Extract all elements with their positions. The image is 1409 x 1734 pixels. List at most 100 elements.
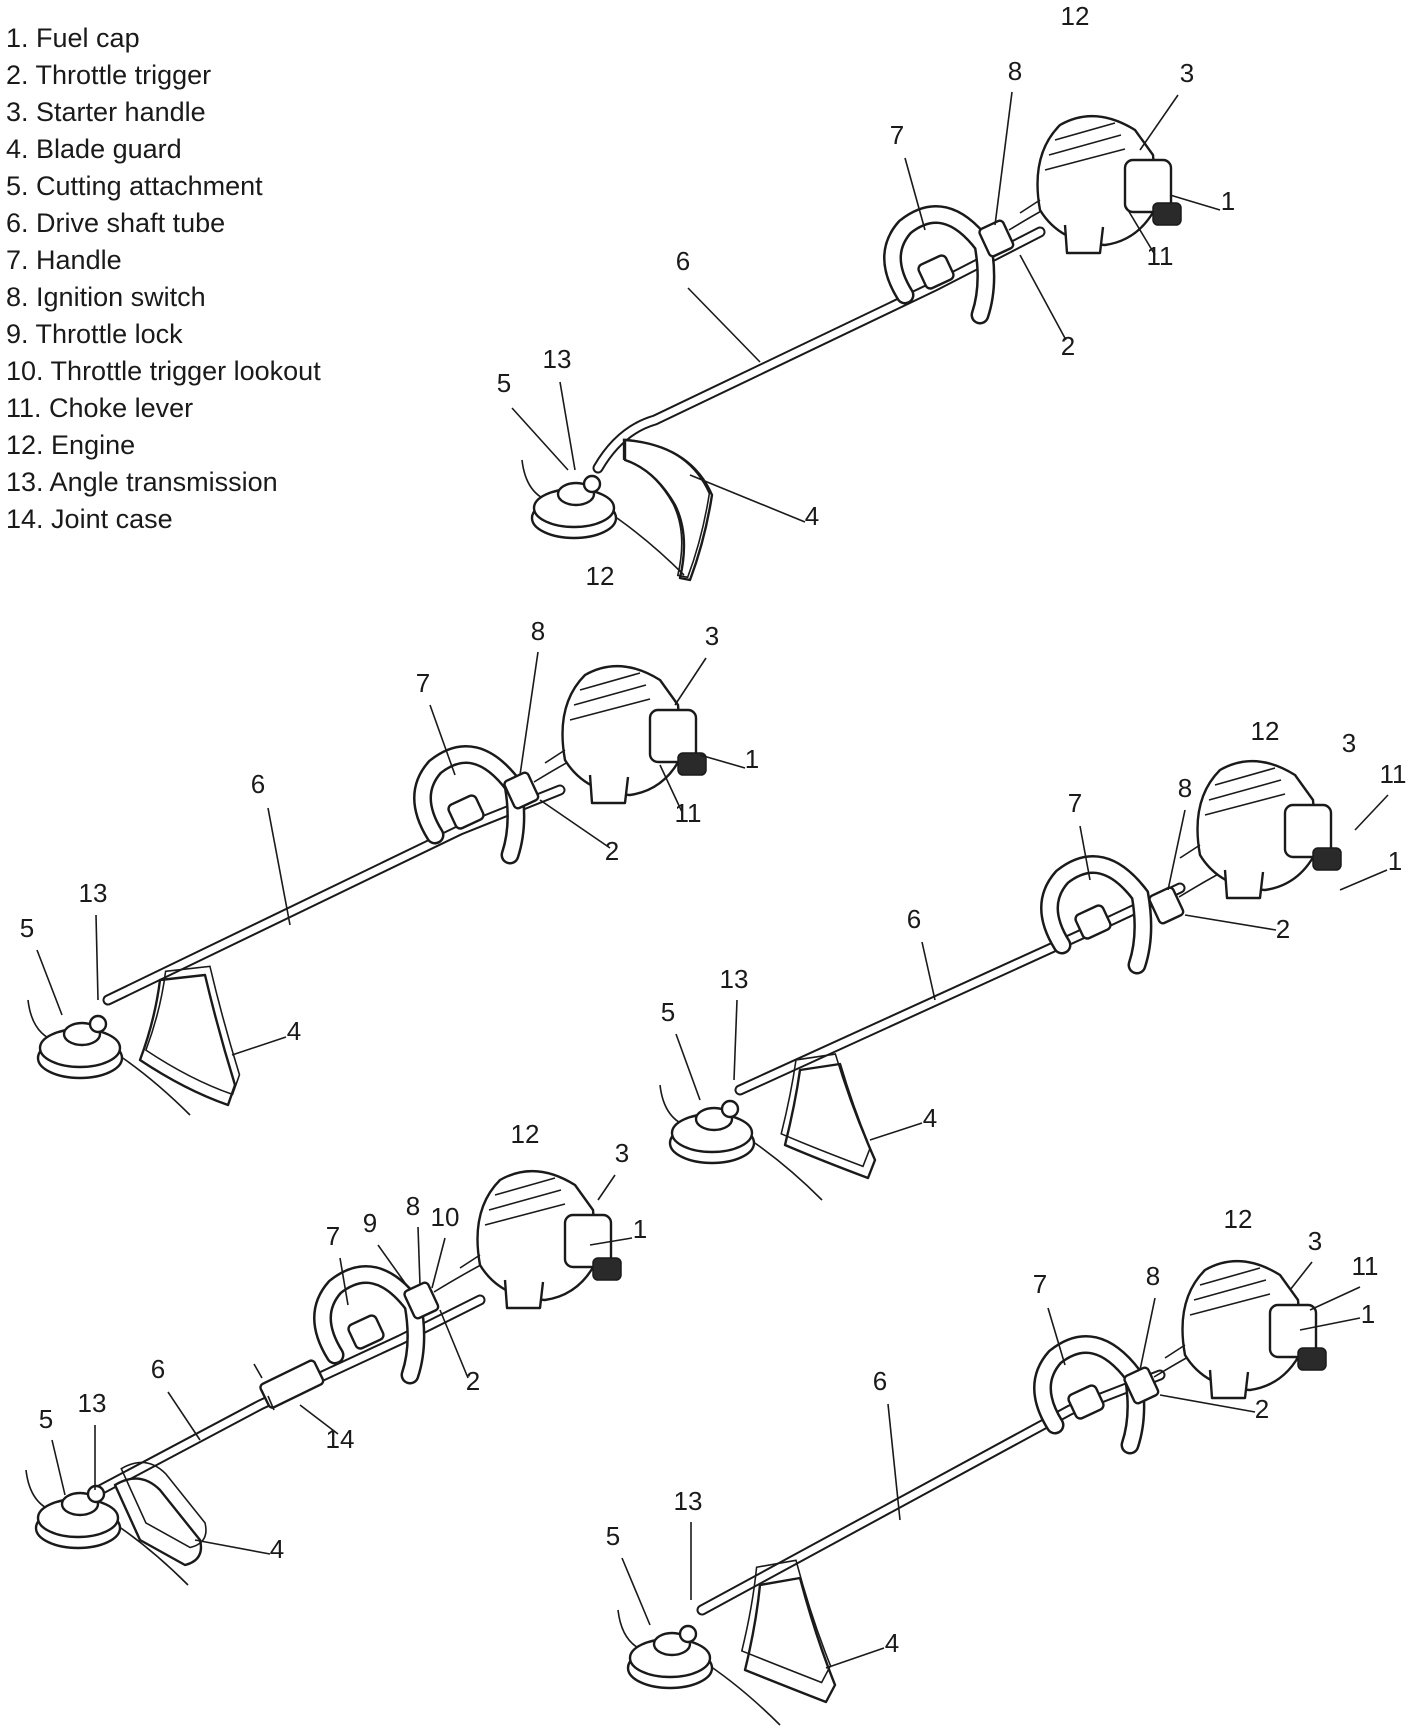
drive-shaft-tube-inner bbox=[736, 884, 1184, 1094]
callout-number: 3 bbox=[705, 621, 719, 651]
engine-stand bbox=[588, 774, 630, 805]
callout-leader bbox=[299, 1404, 339, 1435]
callout-leader bbox=[1139, 1297, 1156, 1371]
legend-item: 8. Ignition switch bbox=[6, 279, 321, 316]
callout-leader bbox=[597, 1174, 616, 1201]
callout-leader bbox=[1047, 1307, 1066, 1366]
legend-item: 1. Fuel cap bbox=[6, 20, 321, 57]
callout-number: 13 bbox=[79, 878, 108, 908]
handle-inner bbox=[885, 207, 993, 322]
callout-leader bbox=[659, 764, 683, 813]
engine-stand bbox=[1223, 869, 1265, 900]
ignition-switch bbox=[503, 771, 540, 810]
callout-number: 13 bbox=[674, 1486, 703, 1516]
callout-leader bbox=[994, 91, 1013, 226]
drive-shaft-tube-inner bbox=[96, 1296, 484, 1494]
handle-inner bbox=[1035, 1337, 1143, 1452]
callout-leader bbox=[699, 754, 746, 769]
legend-number: 7. bbox=[6, 245, 29, 275]
callout-leader bbox=[674, 657, 707, 706]
legend-number: 8. bbox=[6, 282, 29, 312]
callout-number: 3 bbox=[1308, 1226, 1322, 1256]
callout-number: 13 bbox=[543, 344, 572, 374]
blade-guard-edge bbox=[780, 1053, 871, 1168]
callout-leader bbox=[267, 807, 291, 926]
callout-leader bbox=[1309, 1286, 1361, 1311]
callout-number: 4 bbox=[923, 1103, 937, 1133]
callout-leader bbox=[439, 1309, 469, 1379]
engine-stand bbox=[1063, 224, 1105, 255]
callout-leader bbox=[559, 381, 576, 471]
callout-number: 11 bbox=[1380, 759, 1407, 789]
engine-neck bbox=[1179, 844, 1201, 859]
drive-shaft-tube-inner bbox=[594, 228, 1044, 472]
fuel-cap bbox=[1297, 1347, 1327, 1371]
handle-clamp bbox=[1067, 1384, 1105, 1420]
legend-item: 2. Throttle trigger bbox=[6, 57, 321, 94]
ignition-switch bbox=[978, 219, 1015, 258]
callout-leader bbox=[869, 1122, 923, 1141]
handle-inner bbox=[415, 747, 523, 862]
callout-number: 6 bbox=[151, 1354, 165, 1384]
callout-number: 14 bbox=[326, 1424, 355, 1454]
angle-transmission-joint bbox=[88, 1014, 108, 1034]
callout-number: 3 bbox=[1342, 728, 1356, 758]
legend-text: Handle bbox=[28, 245, 122, 275]
blade-guard-edge bbox=[740, 1559, 832, 1684]
starter-housing bbox=[1123, 158, 1173, 214]
callout-leader bbox=[1079, 825, 1091, 881]
callout-number: 8 bbox=[1178, 773, 1192, 803]
callout-leader bbox=[1139, 94, 1179, 151]
callout-number: 3 bbox=[1180, 58, 1194, 88]
callout-number: 2 bbox=[1255, 1394, 1269, 1424]
callout-leader bbox=[589, 1237, 633, 1246]
callout-number: 1 bbox=[745, 744, 759, 774]
engine-neck bbox=[1164, 1344, 1186, 1359]
engine-cooling-fins bbox=[1044, 122, 1126, 171]
callout-leader bbox=[95, 914, 99, 1001]
callout-number: 2 bbox=[1061, 331, 1075, 361]
callout-leader bbox=[1169, 194, 1221, 211]
callout-number: 7 bbox=[326, 1221, 340, 1251]
legend-number: 2. bbox=[6, 60, 29, 90]
callout-number: 5 bbox=[497, 368, 511, 398]
callout-number: 9 bbox=[363, 1208, 377, 1238]
callout-number: 13 bbox=[720, 964, 749, 994]
blade-guard bbox=[783, 1062, 877, 1180]
callout-number: 8 bbox=[531, 616, 545, 646]
callout-leader bbox=[1299, 1317, 1361, 1331]
callout-leader bbox=[887, 1403, 901, 1521]
callout-number: 8 bbox=[1008, 56, 1022, 86]
callout-number: 11 bbox=[1147, 241, 1174, 271]
callout-leader bbox=[1339, 869, 1388, 891]
legend-number: 5. bbox=[6, 171, 29, 201]
callout-leader bbox=[429, 704, 456, 776]
legend-item: 11. Choke lever bbox=[6, 390, 321, 427]
callout-leader bbox=[1289, 1261, 1313, 1291]
callout-leader bbox=[1184, 914, 1277, 931]
legend-number: 6. bbox=[6, 208, 29, 238]
callout-leader bbox=[621, 1557, 651, 1626]
callout-leader bbox=[921, 941, 936, 1001]
callout-leader bbox=[1354, 794, 1389, 831]
callout-number: 7 bbox=[416, 668, 430, 698]
callout-number: 7 bbox=[890, 120, 904, 150]
callout-number: 6 bbox=[676, 246, 690, 276]
legend-text: Starter handle bbox=[28, 97, 206, 127]
callout-leader bbox=[231, 1036, 287, 1056]
blade-guard-edge bbox=[144, 965, 241, 1096]
callout-number: 11 bbox=[1352, 1251, 1379, 1281]
engine-cooling-fins bbox=[1204, 767, 1286, 816]
legend-text: Fuel cap bbox=[28, 23, 140, 53]
callout-number: 12 bbox=[1224, 1204, 1253, 1234]
callout-leader bbox=[417, 1226, 421, 1286]
legend-number: 11. bbox=[6, 393, 42, 423]
callout-number: 4 bbox=[885, 1628, 899, 1658]
callout-leader bbox=[194, 1539, 271, 1555]
engine-cooling-fins bbox=[484, 1177, 566, 1226]
